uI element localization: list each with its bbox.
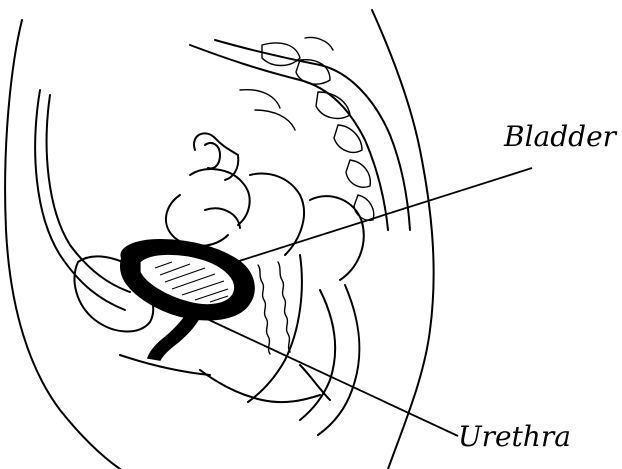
- bladder-leader-line: [236, 168, 532, 262]
- urethra-label: Urethra: [458, 420, 571, 453]
- bladder: [121, 240, 254, 319]
- vaginal-canal: [248, 255, 302, 402]
- anterior-wall: [35, 90, 153, 332]
- body-outline: [5, 10, 434, 469]
- spine: [190, 38, 410, 231]
- bladder-label: Bladder: [503, 120, 618, 153]
- urethra: [148, 312, 202, 360]
